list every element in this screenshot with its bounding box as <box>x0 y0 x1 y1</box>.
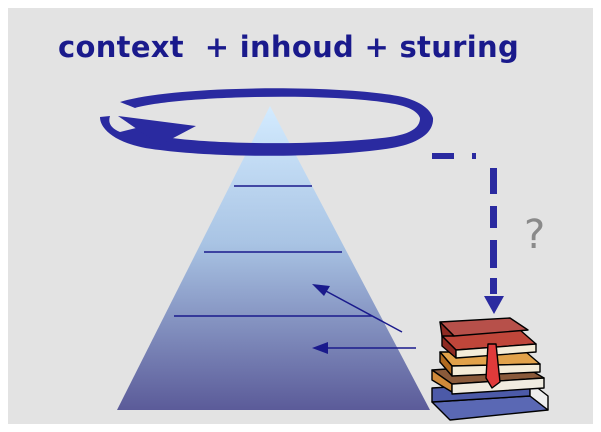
books-stack-icon <box>431 317 549 421</box>
cycle-arrow-front <box>100 116 434 156</box>
cycle-arrow-back <box>120 88 433 118</box>
pyramid-layer-lines <box>174 185 372 317</box>
cycle-arrow-head <box>118 116 196 145</box>
pyramid <box>117 106 430 410</box>
slide-title: context + inhoud + sturing <box>58 30 520 64</box>
reference-arrows <box>312 284 416 354</box>
question-mark: ? <box>524 212 546 258</box>
dashed-elbow-arrow <box>432 153 504 314</box>
